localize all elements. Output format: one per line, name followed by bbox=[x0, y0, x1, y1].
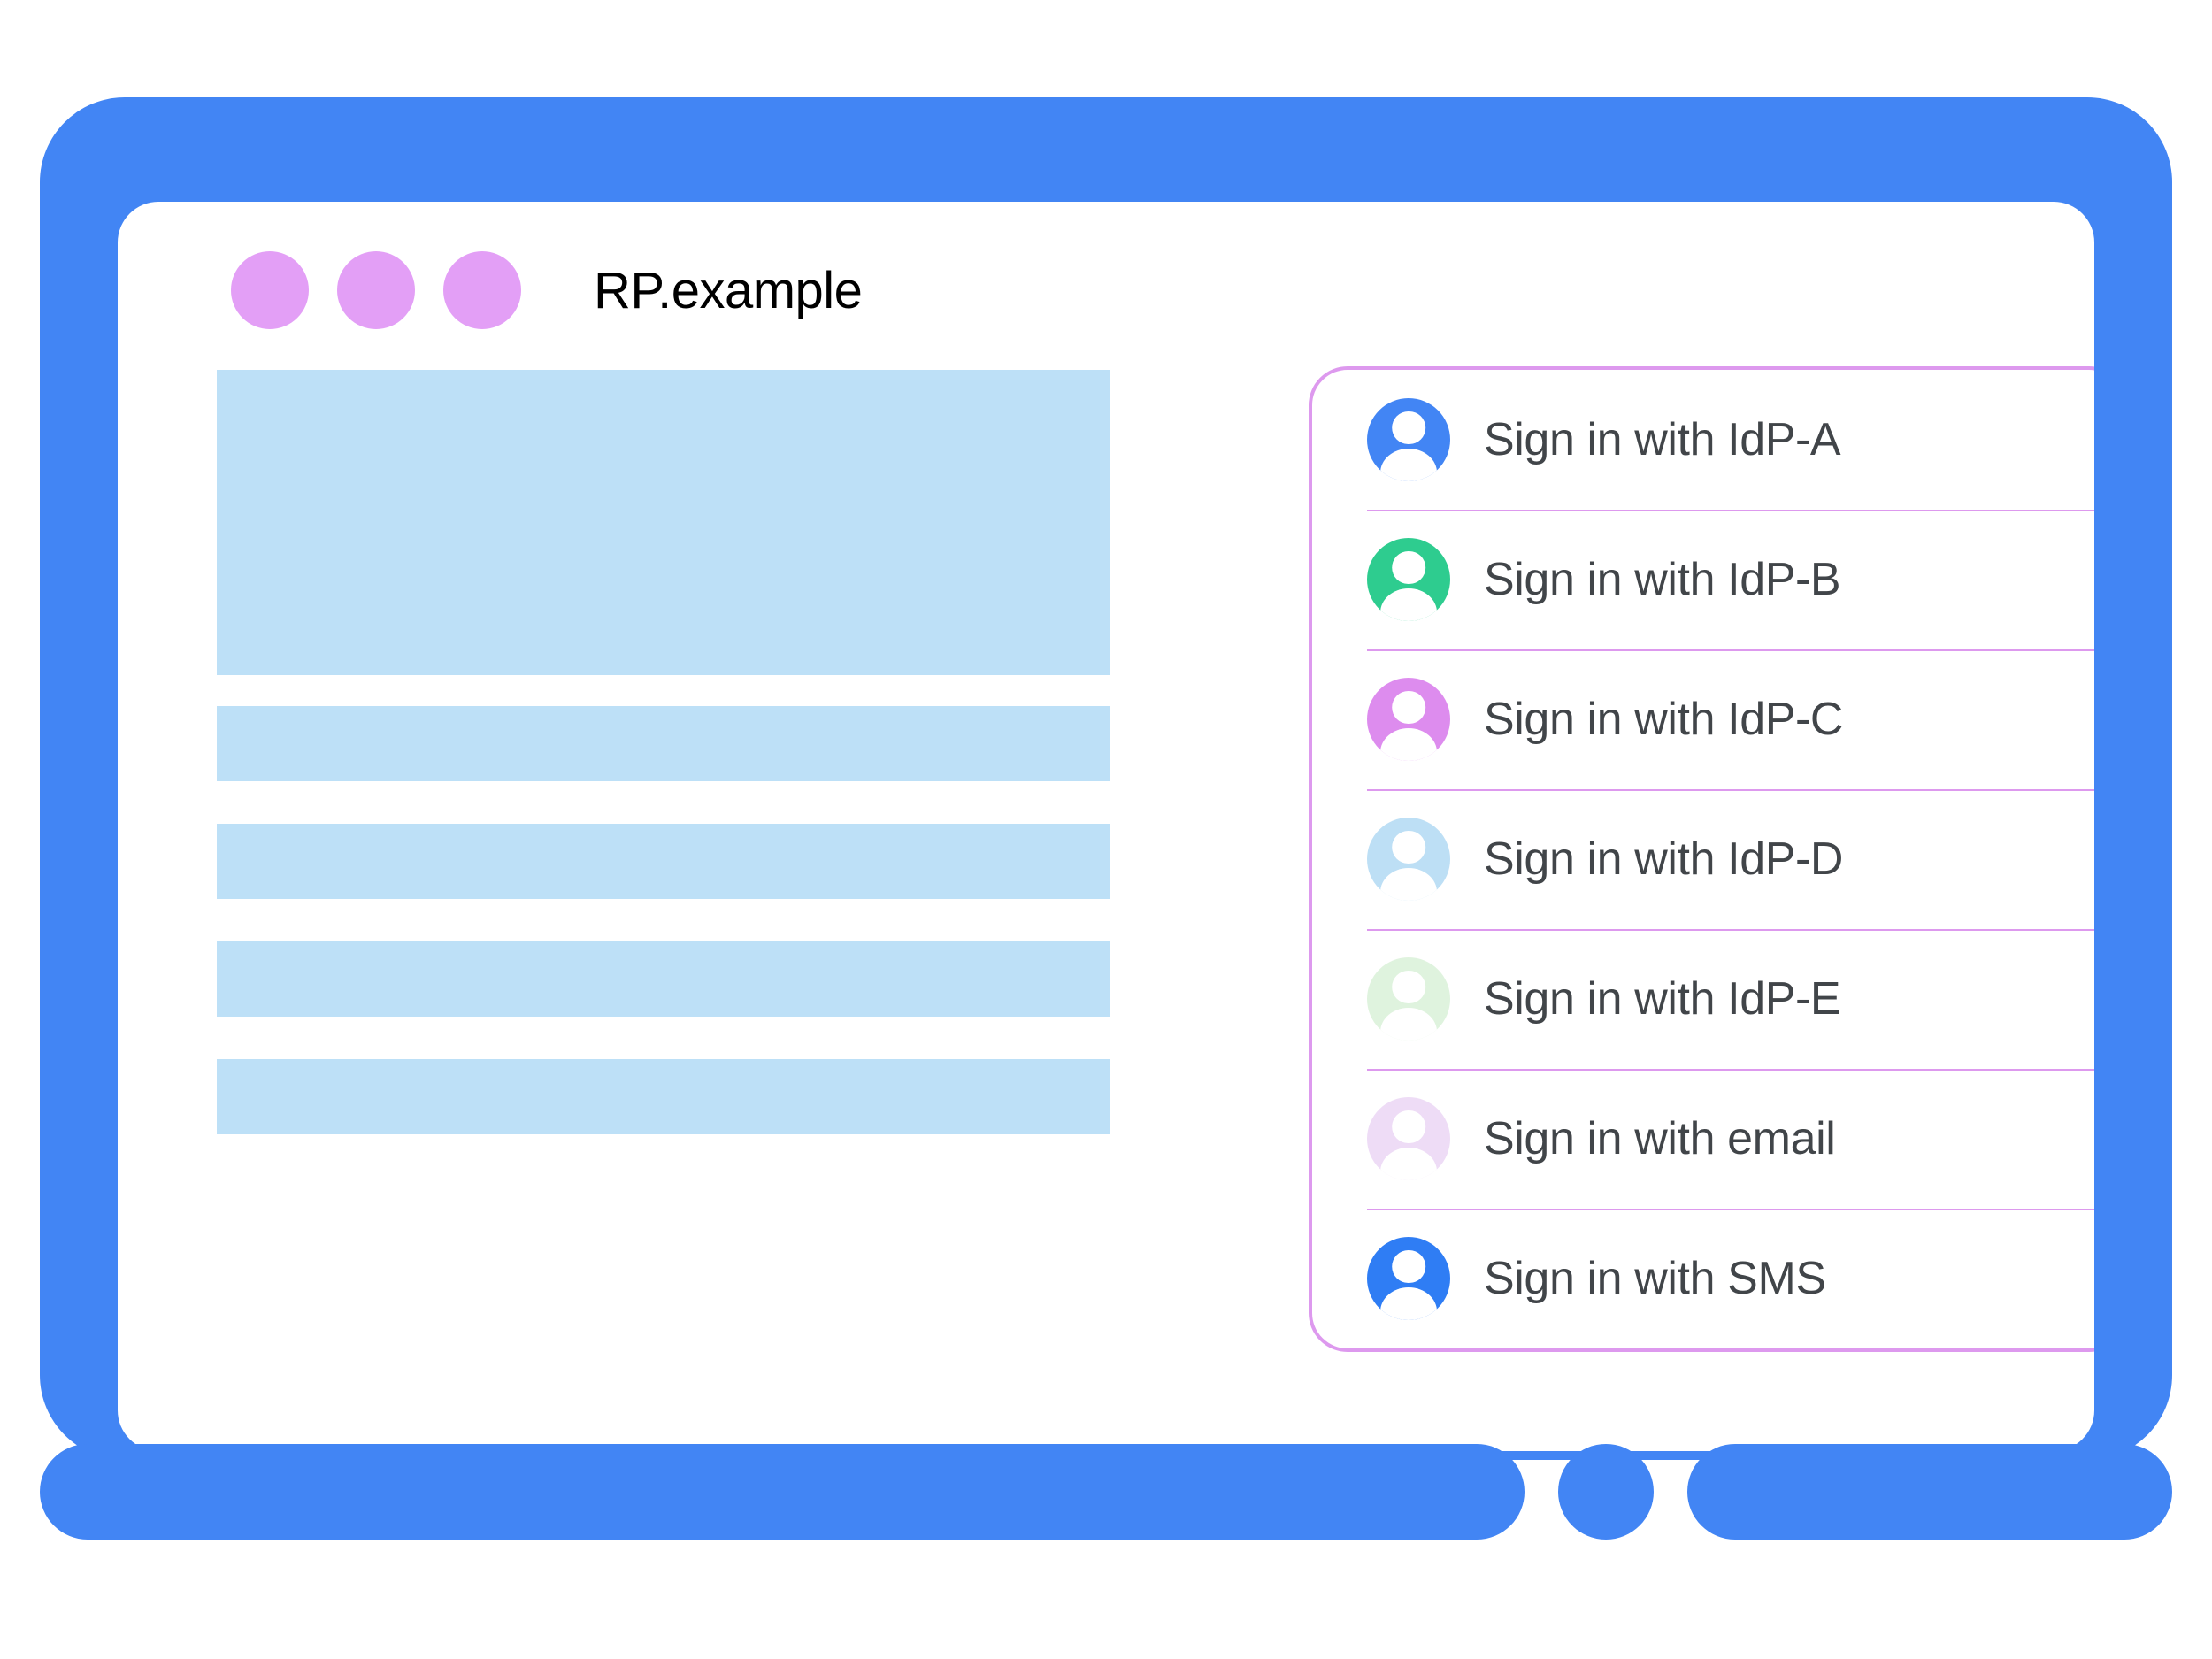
placeholder-block-hero bbox=[217, 370, 1110, 675]
device-chin-right bbox=[1687, 1444, 2172, 1540]
account-label: Sign in with SMS bbox=[1484, 1253, 1826, 1304]
placeholder-block-line bbox=[217, 824, 1110, 899]
account-row-idp-d[interactable]: Sign in with IdP-D bbox=[1312, 789, 2094, 929]
person-avatar-icon bbox=[1367, 1097, 1450, 1180]
account-row-idp-a[interactable]: Sign in with IdP-A bbox=[1312, 370, 2094, 510]
account-row-sms[interactable]: Sign in with SMS bbox=[1312, 1209, 2094, 1348]
device-chin-left bbox=[40, 1444, 1525, 1540]
person-avatar-icon bbox=[1367, 678, 1450, 761]
account-label: Sign in with IdP-E bbox=[1484, 973, 1841, 1025]
window-dot-2-icon[interactable] bbox=[337, 251, 415, 329]
account-label: Sign in with IdP-B bbox=[1484, 554, 1841, 605]
device-screen: RP.example Sign in with IdP-A Sign in wi… bbox=[118, 202, 2094, 1451]
placeholder-block-line bbox=[217, 941, 1110, 1017]
home-button[interactable] bbox=[1558, 1444, 1654, 1540]
account-row-idp-b[interactable]: Sign in with IdP-B bbox=[1312, 510, 2094, 649]
account-chooser-dialog: Sign in with IdP-A Sign in with IdP-B Si… bbox=[1309, 366, 2094, 1352]
account-row-email[interactable]: Sign in with email bbox=[1312, 1069, 2094, 1209]
account-row-idp-e[interactable]: Sign in with IdP-E bbox=[1312, 929, 2094, 1069]
account-row-idp-c[interactable]: Sign in with IdP-C bbox=[1312, 649, 2094, 789]
window-dot-1-icon[interactable] bbox=[231, 251, 309, 329]
person-avatar-icon bbox=[1367, 1237, 1450, 1320]
account-label: Sign in with IdP-D bbox=[1484, 833, 1844, 885]
placeholder-block-line bbox=[217, 706, 1110, 781]
person-avatar-icon bbox=[1367, 957, 1450, 1041]
page-title: RP.example bbox=[594, 261, 863, 319]
person-avatar-icon bbox=[1367, 538, 1450, 621]
device-frame: RP.example Sign in with IdP-A Sign in wi… bbox=[40, 97, 2172, 1575]
placeholder-block-line bbox=[217, 1059, 1110, 1134]
content-placeholder bbox=[217, 370, 1110, 1134]
person-avatar-icon bbox=[1367, 398, 1450, 481]
account-label: Sign in with email bbox=[1484, 1113, 1836, 1164]
window-title-bar: RP.example bbox=[118, 202, 2094, 379]
person-avatar-icon bbox=[1367, 818, 1450, 901]
account-label: Sign in with IdP-A bbox=[1484, 414, 1841, 465]
window-dot-3-icon[interactable] bbox=[443, 251, 521, 329]
account-label: Sign in with IdP-C bbox=[1484, 694, 1844, 745]
